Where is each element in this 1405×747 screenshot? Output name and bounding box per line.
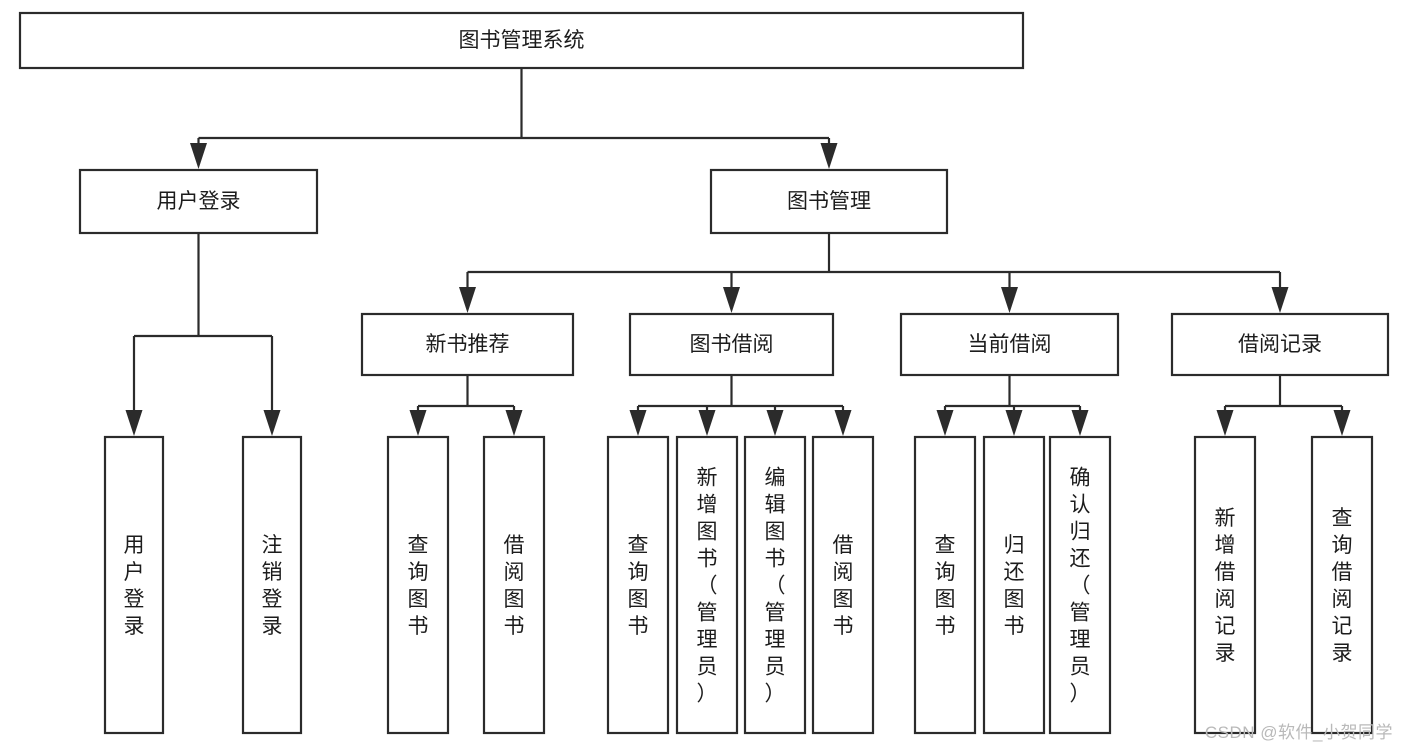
node-leaf-query-book-2[interactable]: 查询图书 (606, 435, 670, 735)
node-leaf-edit-book[interactable]: 编辑图书（管理员） (743, 435, 807, 735)
node-label: 用户登录 (124, 534, 145, 638)
node-label: 注销登录 (262, 534, 283, 638)
node-box (982, 435, 1046, 735)
node-label: 借阅图书 (504, 534, 525, 638)
node-box (1193, 435, 1257, 735)
node-root[interactable]: 图书管理系统 (18, 11, 1025, 70)
node-leaf-logout[interactable]: 注销登录 (241, 435, 303, 735)
node-box (386, 435, 450, 735)
node-label: 新增图书（管理员） (697, 467, 718, 706)
node-label: 图书管理 (787, 190, 871, 213)
node-label: 图书管理系统 (459, 29, 585, 52)
node-label: 用户登录 (157, 190, 241, 213)
node-box (709, 168, 949, 235)
node-label: 新书推荐 (426, 333, 510, 356)
node-leaf-borrow-book-1[interactable]: 借阅图书 (482, 435, 546, 735)
node-leaf-return-book[interactable]: 归还图书 (982, 435, 1046, 735)
node-box (743, 435, 807, 735)
node-box (811, 435, 875, 735)
node-box (103, 435, 165, 735)
node-book-borrow[interactable]: 图书借阅 (628, 312, 835, 377)
node-leaf-borrow-book-2[interactable]: 借阅图书 (811, 435, 875, 735)
node-label: 图书借阅 (690, 333, 774, 356)
node-label: 当前借阅 (968, 333, 1052, 356)
node-box (241, 435, 303, 735)
node-box (1048, 435, 1112, 735)
node-label: 归还图书 (1004, 534, 1025, 638)
node-leaf-query-record[interactable]: 查询借阅记录 (1310, 435, 1374, 735)
node-box (628, 312, 835, 377)
node-box (1310, 435, 1374, 735)
node-borrow-record[interactable]: 借阅记录 (1170, 312, 1390, 377)
node-label: 新增借阅记录 (1215, 507, 1236, 665)
node-new-book-recommend[interactable]: 新书推荐 (360, 312, 575, 377)
node-layer: 图书管理系统用户登录图书管理新书推荐图书借阅当前借阅借阅记录用户登录注销登录查询… (18, 11, 1390, 735)
node-box (18, 11, 1025, 70)
node-box (675, 435, 739, 735)
node-box (360, 312, 575, 377)
node-label: 查询图书 (628, 534, 649, 638)
connector-layer (125, 68, 1351, 436)
node-label: 查询借阅记录 (1332, 507, 1353, 665)
node-box (606, 435, 670, 735)
node-leaf-query-book-3[interactable]: 查询图书 (913, 435, 977, 735)
node-label: 借阅记录 (1238, 333, 1322, 356)
node-leaf-add-record[interactable]: 新增借阅记录 (1193, 435, 1257, 735)
node-book-manage[interactable]: 图书管理 (709, 168, 949, 235)
node-label: 编辑图书（管理员） (765, 467, 786, 706)
node-leaf-query-book-1[interactable]: 查询图书 (386, 435, 450, 735)
node-label: 查询图书 (408, 534, 429, 638)
node-box (913, 435, 977, 735)
node-label: 确认归还（管理员） (1070, 467, 1091, 706)
node-label: 借阅图书 (833, 534, 854, 638)
node-current-borrow[interactable]: 当前借阅 (899, 312, 1120, 377)
node-leaf-confirm-return[interactable]: 确认归还（管理员） (1048, 435, 1112, 735)
node-label: 查询图书 (935, 534, 956, 638)
node-leaf-add-book[interactable]: 新增图书（管理员） (675, 435, 739, 735)
node-box (899, 312, 1120, 377)
node-box (78, 168, 319, 235)
node-user-login[interactable]: 用户登录 (78, 168, 319, 235)
node-box (482, 435, 546, 735)
node-box (1170, 312, 1390, 377)
node-leaf-user-login[interactable]: 用户登录 (103, 435, 165, 735)
